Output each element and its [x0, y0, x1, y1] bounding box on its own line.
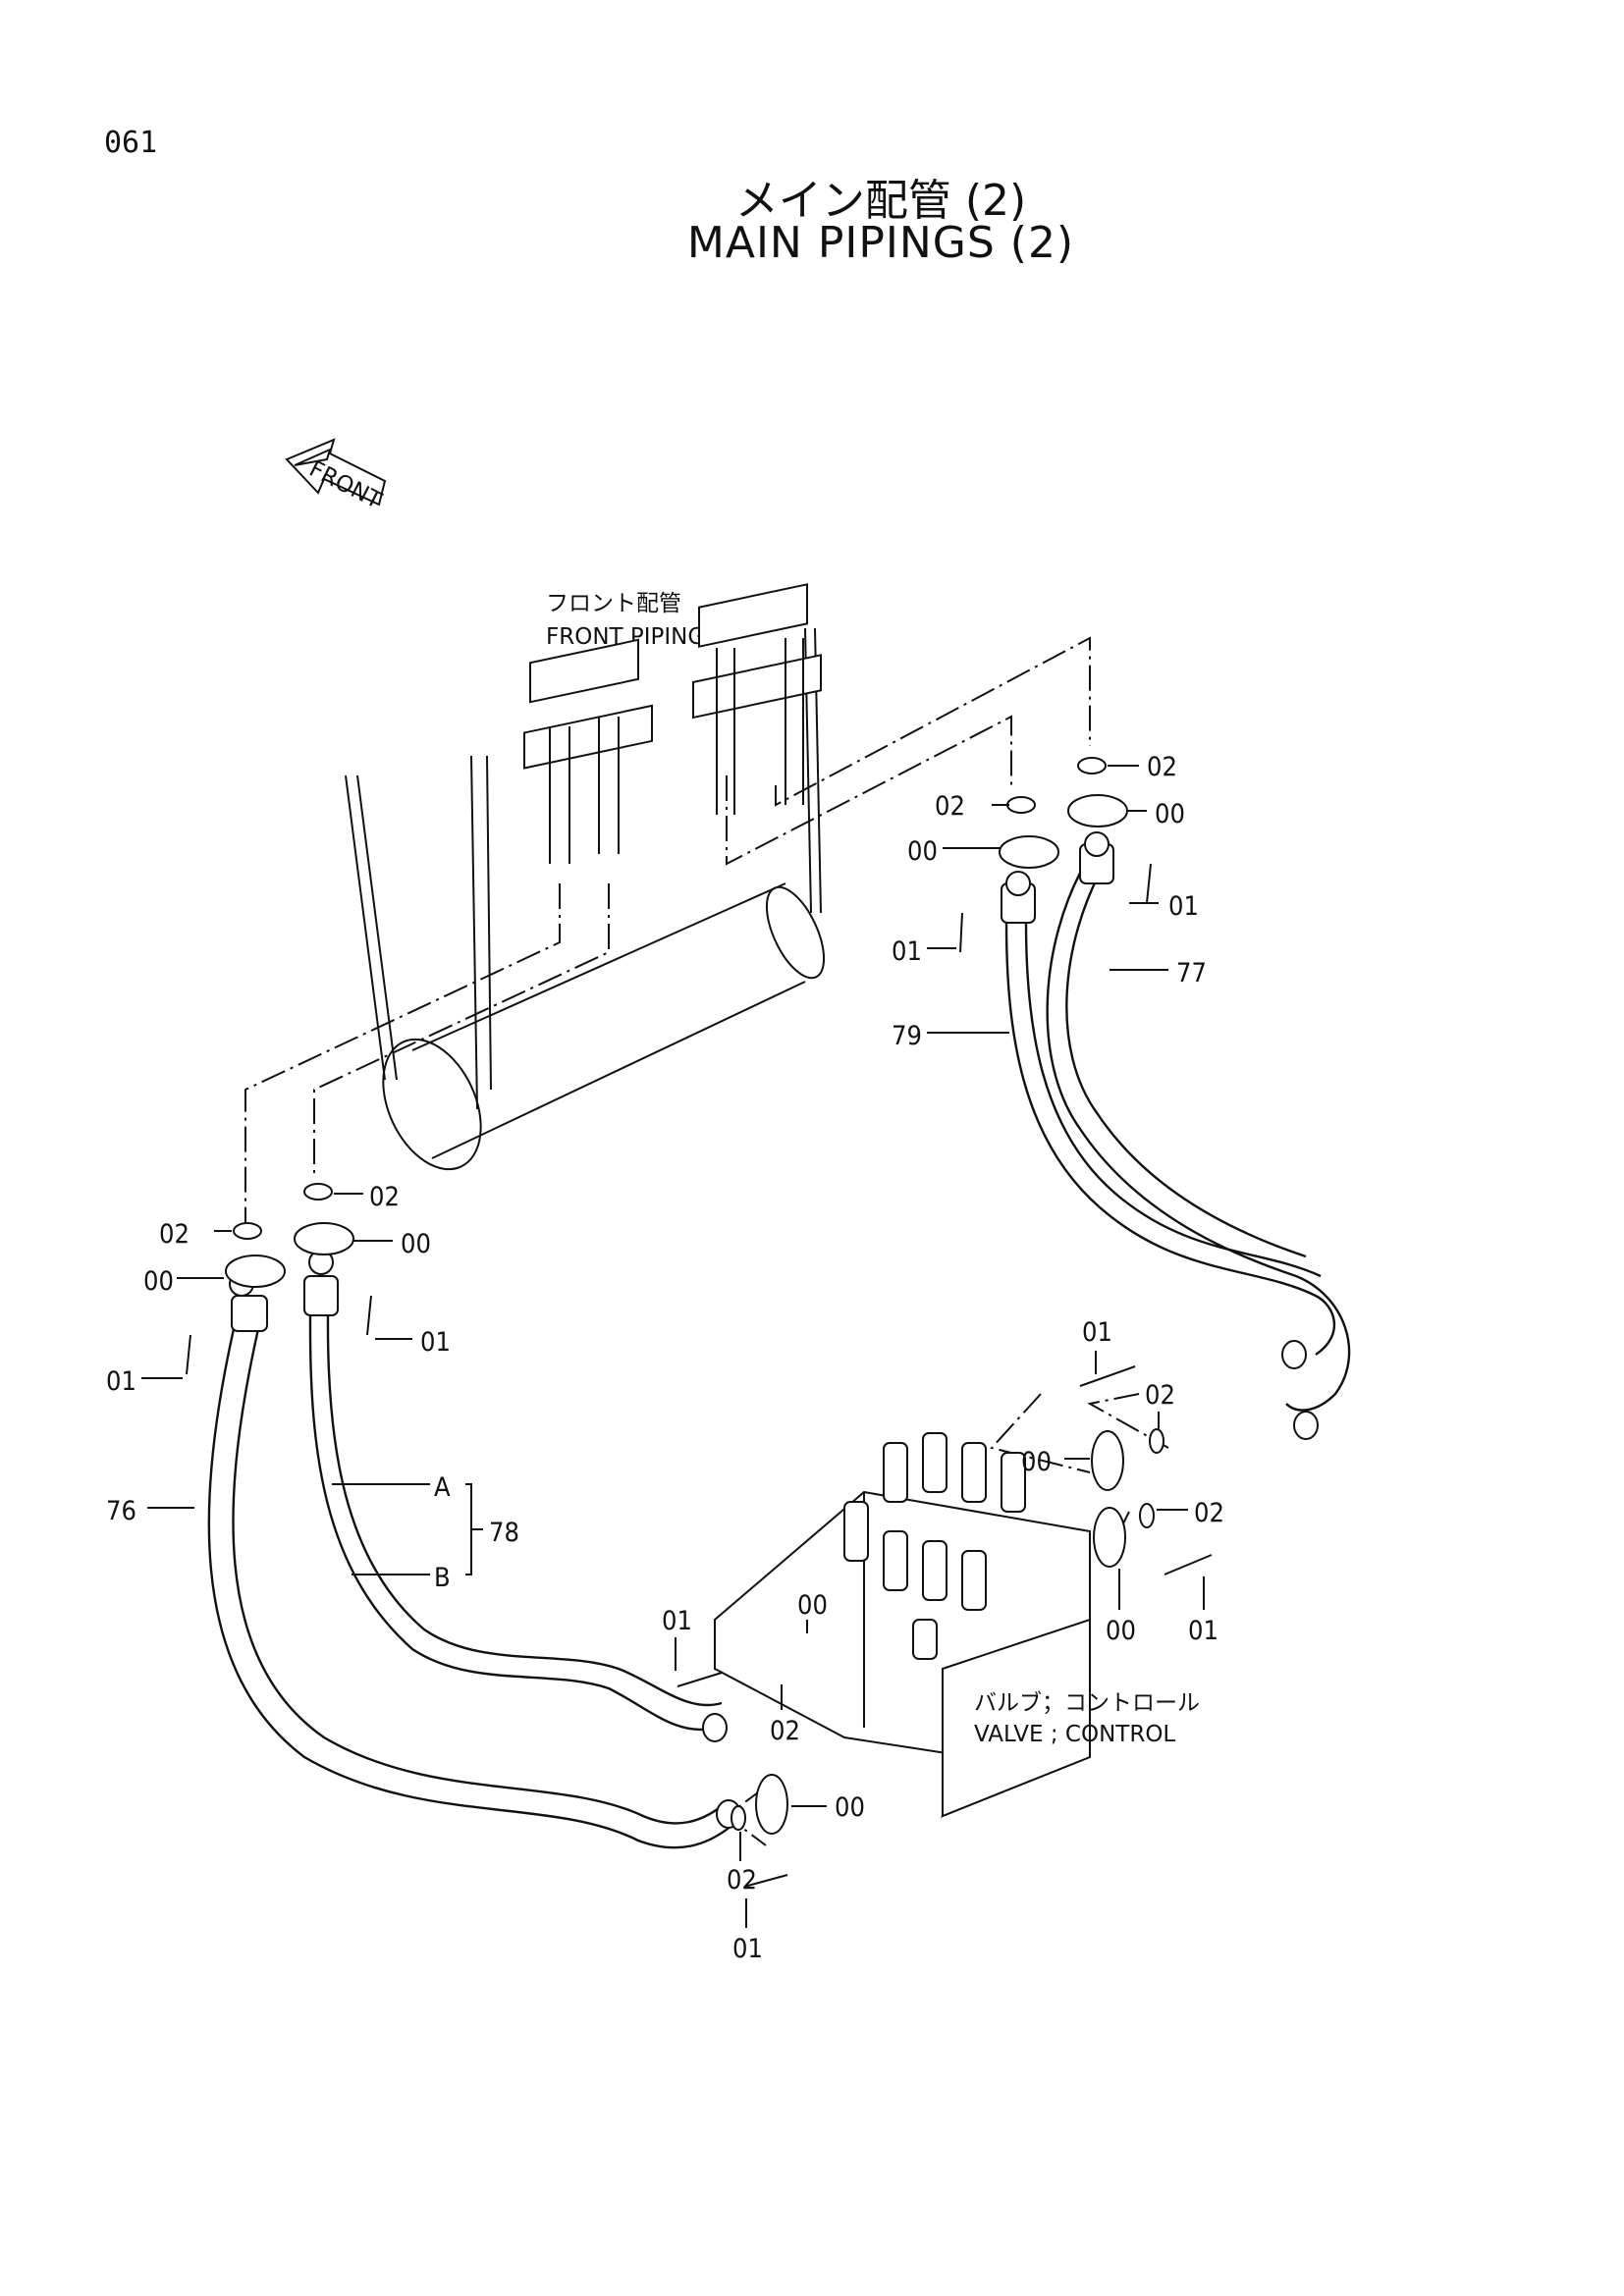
- callout-o-ring: 02: [1194, 1498, 1224, 1528]
- callout-bolt: 01: [420, 1327, 451, 1358]
- callouts-left: 02 02 00 00 01 01 76 A B 78: [106, 1182, 519, 1593]
- callout-split-flange: 00: [797, 1590, 828, 1621]
- callout-hose-78: 78: [489, 1518, 519, 1548]
- callout-o-ring: 02: [1147, 752, 1177, 782]
- callout-hose-79: 79: [892, 1021, 922, 1051]
- callout-hose-76: 76: [106, 1496, 136, 1526]
- callout-bolt: 01: [732, 1934, 763, 1964]
- o-rings: [233, 757, 1164, 1831]
- callout-o-ring: 02: [159, 1219, 189, 1250]
- callout-split-flange: 00: [143, 1266, 174, 1297]
- pipe-clamp-right: [692, 583, 822, 815]
- valve-label: VALVE ; CONTROL: [974, 1722, 1175, 1747]
- callouts-upper-right: 02 02 00 00 01 01 77 79: [892, 752, 1207, 1051]
- page-title: MAIN PIPINGS (2): [686, 218, 1075, 268]
- callout-o-ring: 02: [727, 1865, 757, 1896]
- valve-spools: [843, 1432, 1026, 1660]
- page-number: 061: [104, 126, 158, 160]
- callout-bolt: 01: [1082, 1317, 1112, 1348]
- callout-o-ring: 02: [935, 791, 965, 822]
- callout-bolt: 01: [1168, 891, 1199, 922]
- hose-78: [308, 1314, 723, 1732]
- callout-bolt: 01: [892, 936, 922, 967]
- boom-structure: [345, 627, 826, 1171]
- callout-split-flange: 00: [835, 1792, 865, 1823]
- callout-split-flange: 00: [1155, 799, 1185, 829]
- callout-bolt: 01: [662, 1606, 692, 1636]
- hose-76: [207, 1319, 732, 1849]
- leader-lines: [141, 765, 1205, 1928]
- front-pipings-label-jp: フロント配管: [546, 591, 681, 616]
- front-arrow-icon: FRONT: [285, 438, 387, 514]
- callout-split-flange: 00: [1021, 1447, 1052, 1477]
- page-title-japanese: メイン配管 (2): [734, 176, 1027, 226]
- callout-bolt: 01: [1188, 1616, 1218, 1646]
- callout-hose-77: 77: [1176, 958, 1207, 988]
- callout-split-flange: 00: [907, 836, 938, 867]
- callout-hose-a: A: [434, 1472, 451, 1503]
- valve-label-jp: バルブ；コントロール: [974, 1690, 1200, 1716]
- front-label: FRONT: [305, 456, 387, 514]
- callout-split-flange: 00: [401, 1229, 431, 1259]
- callout-o-ring: 02: [369, 1182, 400, 1212]
- callouts-valve: 01 02 00 02 00 01 01 00 02 02 00 01: [662, 1317, 1224, 1964]
- callout-o-ring: 02: [770, 1716, 800, 1746]
- hose-77: [1046, 863, 1351, 1412]
- callout-bolt: 01: [106, 1366, 136, 1397]
- callout-o-ring: 02: [1145, 1380, 1175, 1411]
- control-valve: [714, 1432, 1091, 1818]
- pipe-clamp-left: [523, 638, 653, 864]
- callout-hose-b: B: [434, 1563, 451, 1593]
- callout-split-flange: 00: [1106, 1616, 1136, 1646]
- hose-79: [1004, 922, 1335, 1356]
